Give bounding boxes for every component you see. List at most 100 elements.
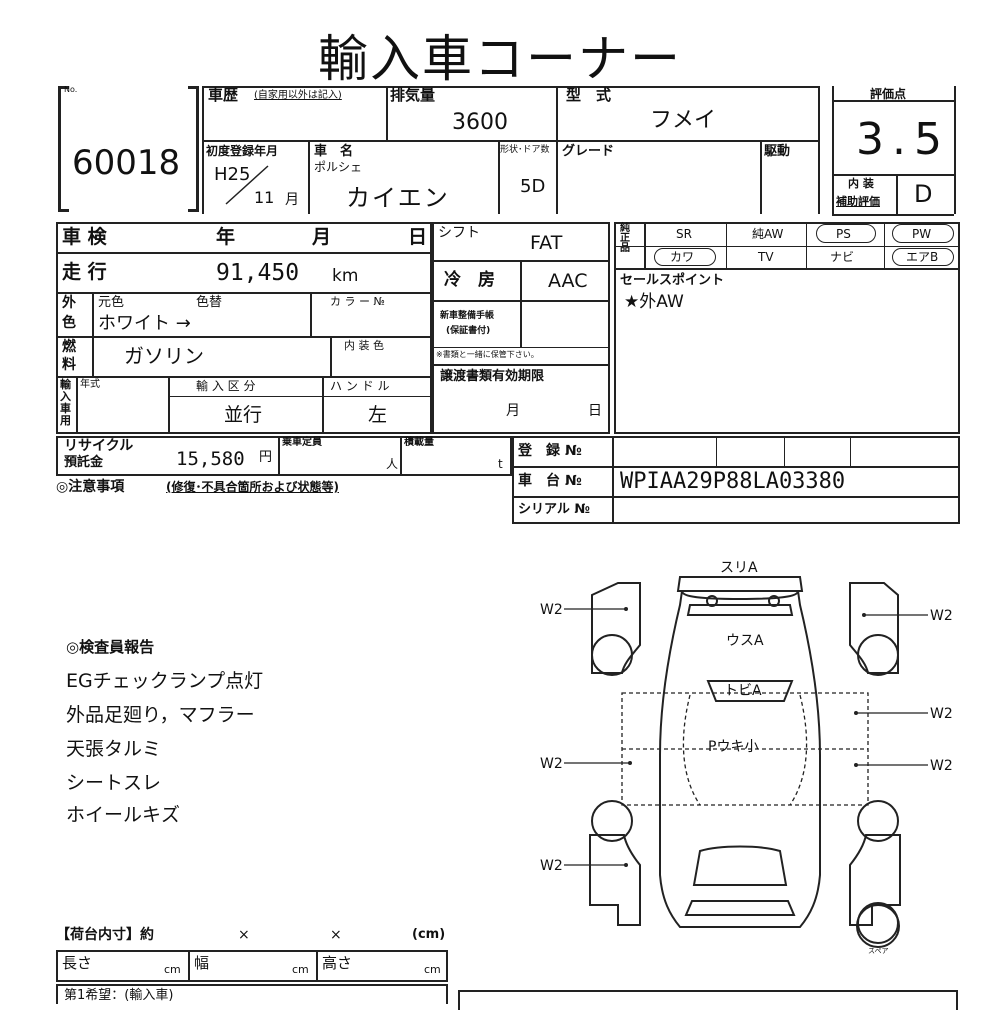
- transfer-docs-label: 譲渡書類有効期限: [440, 369, 545, 384]
- sales-point-text: ★外AW: [624, 292, 684, 312]
- new-car-manual-2: (保証書付): [446, 326, 491, 336]
- mark-roof: Pウキ小: [708, 739, 759, 755]
- ac-value: AAC: [548, 270, 588, 292]
- handle-label: ハ ン ド ル: [330, 379, 390, 393]
- equip-ps-circle: [816, 224, 876, 243]
- interior-label-2: 補助評価: [836, 195, 880, 208]
- equip-pw: PW: [912, 227, 932, 241]
- recycle-amount: 15,580: [176, 448, 245, 470]
- mark-w2: W2: [540, 756, 563, 772]
- interior-color-label: 内 装 色: [344, 339, 384, 352]
- color-no-label: カ ラ ー №: [330, 295, 385, 308]
- cargo-width-label: 幅: [194, 954, 210, 972]
- cargo-height-unit: cm: [424, 963, 441, 976]
- mark-w2: W2: [930, 608, 953, 624]
- lot-bracket: [58, 86, 69, 212]
- mark-w2: W2: [930, 706, 953, 722]
- mileage-unit: km: [332, 266, 359, 286]
- lot-no-label: No.: [64, 85, 78, 94]
- spare-label: スペア: [868, 947, 889, 955]
- first-reg-year: H25: [214, 164, 251, 185]
- inspection-label: 車 検: [62, 226, 107, 248]
- mark-w2: W2: [540, 602, 563, 618]
- interior-grade: D: [914, 180, 933, 208]
- sales-point-label: セールスポイント: [620, 273, 725, 288]
- chassis-label: 車 台 №: [518, 473, 582, 489]
- spare-tire-circle: [856, 904, 900, 948]
- shift-label: シフト: [438, 225, 480, 241]
- equip-leather-circle: [654, 248, 716, 266]
- inspection-day-label: 日: [408, 226, 428, 248]
- transfer-day-label: 日: [588, 403, 602, 419]
- doors-value: 5D: [520, 176, 546, 197]
- score-label: 評価点: [870, 87, 907, 101]
- capacity-unit: 人: [386, 457, 399, 471]
- report-line: シートスレ: [66, 772, 162, 794]
- exterior-label-2: 色: [62, 315, 76, 331]
- mileage-label: 走 行: [62, 261, 107, 283]
- report-line: ホイールキズ: [66, 804, 181, 826]
- interior-label-1: 内 装: [848, 177, 874, 190]
- import-type-value: 並行: [224, 404, 263, 426]
- inspection-month-label: 月: [312, 226, 332, 248]
- handle-value: 左: [368, 404, 388, 426]
- load-label: 積載量: [404, 437, 434, 448]
- cargo-width-unit: cm: [292, 963, 309, 976]
- displacement-label: 排気量: [390, 86, 436, 104]
- cargo-length-label: 長さ: [62, 954, 93, 972]
- spec-block: [56, 222, 432, 434]
- shift-value: FAT: [530, 232, 563, 254]
- car-damage-diagram: [564, 576, 928, 944]
- report-line: 天張タルミ: [66, 738, 162, 760]
- mark-spoiler: スリA: [720, 560, 758, 576]
- equip-pw-circle: [892, 224, 954, 243]
- original-color-label: 元色: [98, 295, 125, 310]
- color-change-label: 色替: [196, 295, 223, 310]
- history-note: (自家用以外は記入): [254, 90, 342, 101]
- model-label: 型 式: [566, 86, 612, 104]
- displacement-value: 3600: [452, 110, 508, 135]
- equip-leather: カワ: [670, 250, 695, 264]
- first-reg-month: 11: [254, 188, 275, 207]
- recycle-label-2: 預託金: [64, 455, 104, 470]
- inspection-year-label: 年: [216, 226, 236, 248]
- genuine-label: 純正品: [620, 223, 630, 254]
- grade-label: グレード: [562, 144, 615, 159]
- import-type-label: 輸 入 区 分: [196, 379, 256, 393]
- color-value: ホワイト →: [98, 313, 191, 334]
- mark-w2: W2: [540, 858, 563, 874]
- drive-label: 駆動: [764, 144, 791, 159]
- cargo-label: 【荷台内寸】約: [56, 927, 154, 943]
- date-slash: [225, 165, 269, 205]
- mileage-value: 91,450: [216, 260, 300, 286]
- hope-label: 第1希望：(輸入車): [64, 988, 174, 1003]
- history-label: 車歴: [208, 86, 239, 104]
- fuel-value: ガソリン: [124, 344, 204, 368]
- cargo-times-2: ×: [330, 927, 342, 943]
- equip-sr: SR: [676, 227, 692, 241]
- lot-number: 60018: [72, 143, 181, 183]
- equip-ps: PS: [836, 227, 851, 241]
- inspector-report-label: ◎検査員報告: [66, 638, 155, 656]
- model-year-label: 年式: [80, 379, 100, 390]
- mark-windshield: トビA: [724, 683, 762, 699]
- capacity-label: 乗車定員: [282, 437, 322, 448]
- score-value: 3.5: [856, 114, 950, 165]
- shape-label: 形状･ドア数: [500, 145, 550, 155]
- model-value: フメイ: [650, 108, 717, 133]
- maker-name: ポルシェ: [314, 160, 363, 174]
- recycle-yen: 円: [259, 450, 273, 465]
- report-line: 外品足廻り，マフラー: [66, 704, 255, 726]
- caution-label: ◎注意事項: [56, 479, 125, 495]
- cargo-height-label: 高さ: [322, 954, 353, 972]
- transfer-month-label: 月: [506, 403, 520, 419]
- equip-navi: ナビ: [830, 250, 855, 264]
- import-label: 輸入車用: [60, 378, 71, 427]
- serial-label: シリアル №: [518, 502, 591, 517]
- load-unit: t: [498, 457, 503, 471]
- new-car-manual-1: 新車整備手帳: [440, 311, 495, 321]
- ac-label: 冷 房: [444, 270, 495, 290]
- caution-note: (修復･不具合箇所および状態等): [166, 480, 339, 494]
- mark-hood: ウスA: [726, 633, 764, 649]
- fuel-label-2: 料: [62, 357, 76, 373]
